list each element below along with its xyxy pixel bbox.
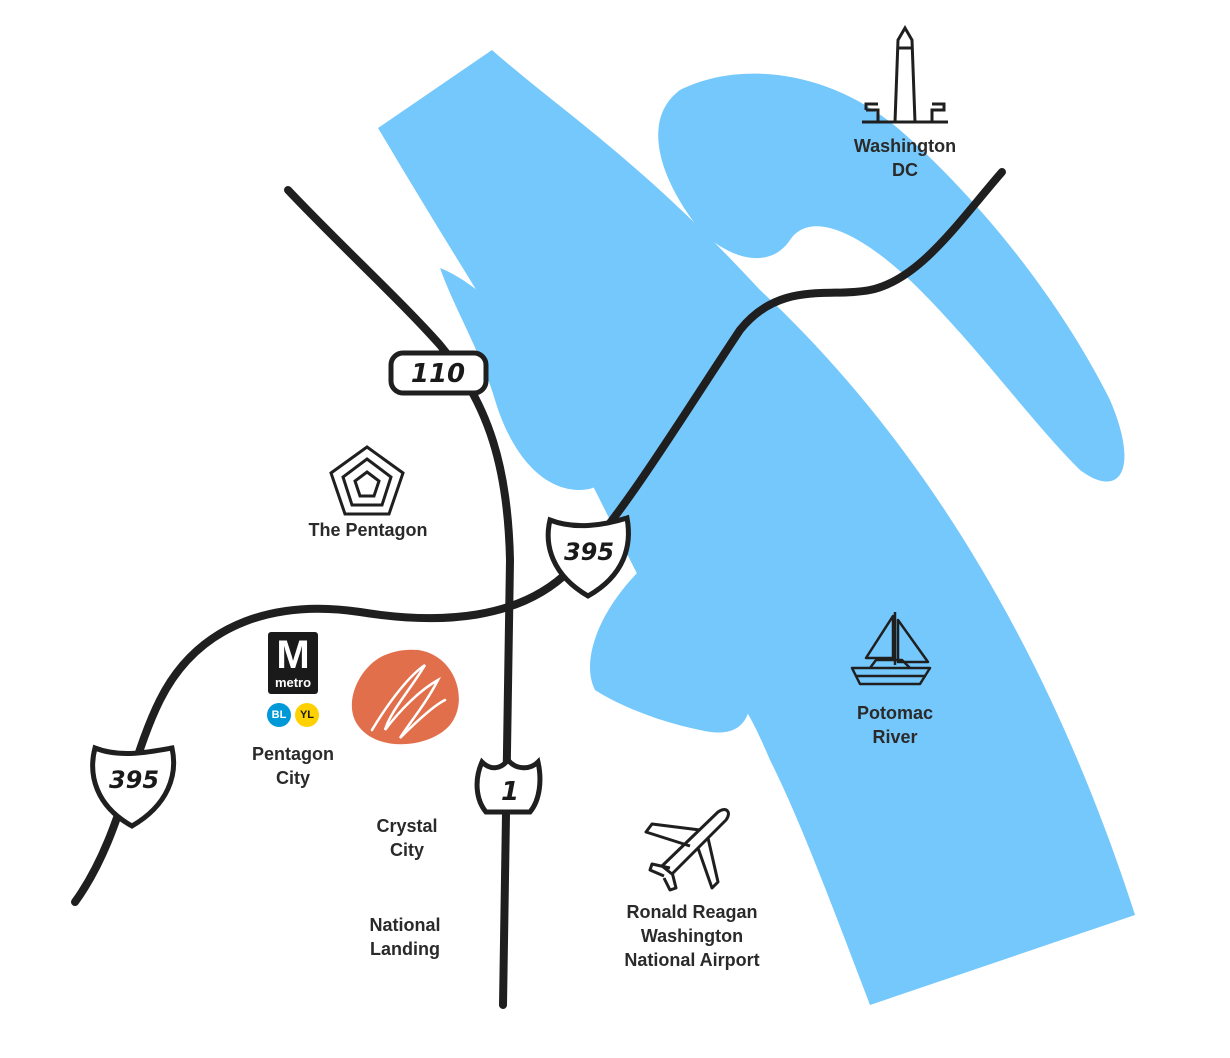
i395-shield-south: 395 — [90, 744, 177, 829]
washington-dc-label: Washington DC — [854, 134, 956, 182]
national-landing-label-line1: National — [369, 915, 441, 935]
river-lagoon — [590, 520, 751, 733]
svg-text:395: 395 — [109, 766, 159, 794]
i395-shield-north: 395 — [545, 514, 631, 599]
metro-sign-word: metro — [274, 675, 312, 690]
route-110-shield: 110 — [388, 350, 489, 396]
potomac-river-label-line1: Potomac — [856, 703, 934, 723]
svg-text:110: 110 — [411, 359, 465, 389]
washington-dc-label-line1: Washington — [853, 136, 957, 156]
crystal-city-label: Crystal City — [376, 814, 437, 862]
national-landing-label-line2: Landing — [369, 939, 440, 959]
airport-label-line3: National Airport — [624, 950, 760, 970]
pentagon-city-label: Pentagon City — [252, 742, 334, 790]
airplane-icon — [644, 808, 730, 892]
location-marker-icon — [351, 649, 459, 745]
svg-text:1: 1 — [501, 777, 519, 807]
us-1-shield: 1 — [474, 756, 543, 815]
potomac-river-label-line2: River — [872, 727, 918, 747]
pentagon-city-label-line1: Pentagon — [251, 744, 335, 764]
metro-blue-line-badge: BL — [267, 703, 291, 727]
national-landing-label: National Landing — [369, 913, 440, 961]
route-110-road — [284, 186, 515, 1009]
airport-label-line1: Ronald Reagan — [626, 902, 758, 922]
washington-dc-label-line2: DC — [891, 160, 918, 180]
pentagon-label: The Pentagon — [308, 518, 427, 542]
airport-label: Ronald Reagan Washington National Airpor… — [624, 900, 759, 972]
pentagon-label-line1: The Pentagon — [308, 520, 428, 540]
sailboat-icon — [850, 612, 932, 686]
pentagon-city-label-line2: City — [275, 768, 311, 788]
crystal-city-label-line2: City — [389, 840, 424, 860]
pentagon-icon — [329, 445, 405, 516]
metro-sign-letter: M — [276, 633, 310, 677]
potomac-river-label: Potomac River — [857, 701, 933, 749]
metro-yellow-line-badge: YL — [295, 703, 319, 727]
washington-monument-icon — [862, 25, 948, 124]
metro-sign: M metro — [268, 632, 318, 694]
river-loop — [658, 73, 1125, 482]
crystal-city-label-line1: Crystal — [376, 816, 438, 836]
svg-text:395: 395 — [564, 538, 614, 566]
river-inlet — [440, 268, 614, 490]
airport-label-line2: Washington — [640, 926, 744, 946]
potomac-river — [378, 50, 1135, 1005]
